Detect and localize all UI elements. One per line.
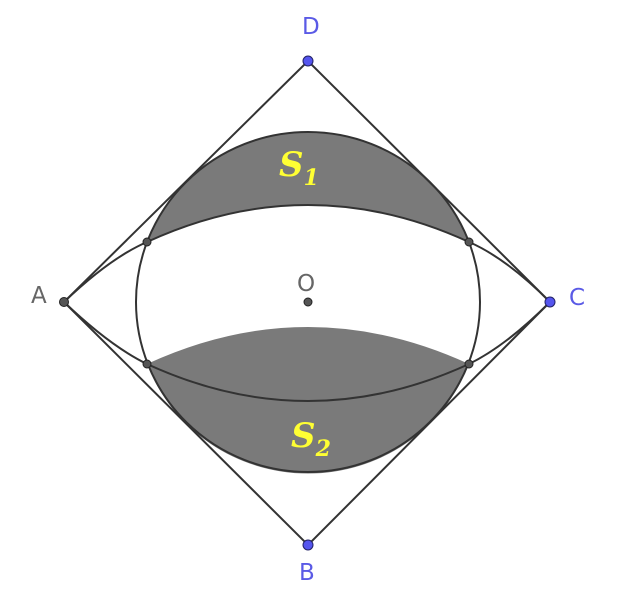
point-o [303,297,313,307]
label-s2-sub: 2 [315,436,331,462]
circle-o [135,131,481,473]
point-a [59,297,69,307]
point-d [302,55,314,67]
label-s1: S1 [279,145,319,191]
label-a: A [31,283,47,309]
arc-ac-lower [63,301,551,402]
label-o: O [297,271,315,297]
point-c [544,296,556,308]
point-b [302,539,314,551]
label-s1-main: S [279,145,304,185]
region-s1-shade [147,132,469,242]
intersection-point-lower-right [464,359,474,369]
label-s2-main: S [291,416,316,456]
arc-ac-upper [63,204,551,303]
intersection-point-upper-left [142,237,152,247]
label-b: B [299,560,315,586]
label-s2: S2 [291,416,331,462]
label-c: C [569,285,585,311]
label-d: D [302,14,320,40]
label-s1-sub: 1 [304,165,319,191]
intersection-point-upper-right [464,237,474,247]
intersection-point-lower-left [142,359,152,369]
